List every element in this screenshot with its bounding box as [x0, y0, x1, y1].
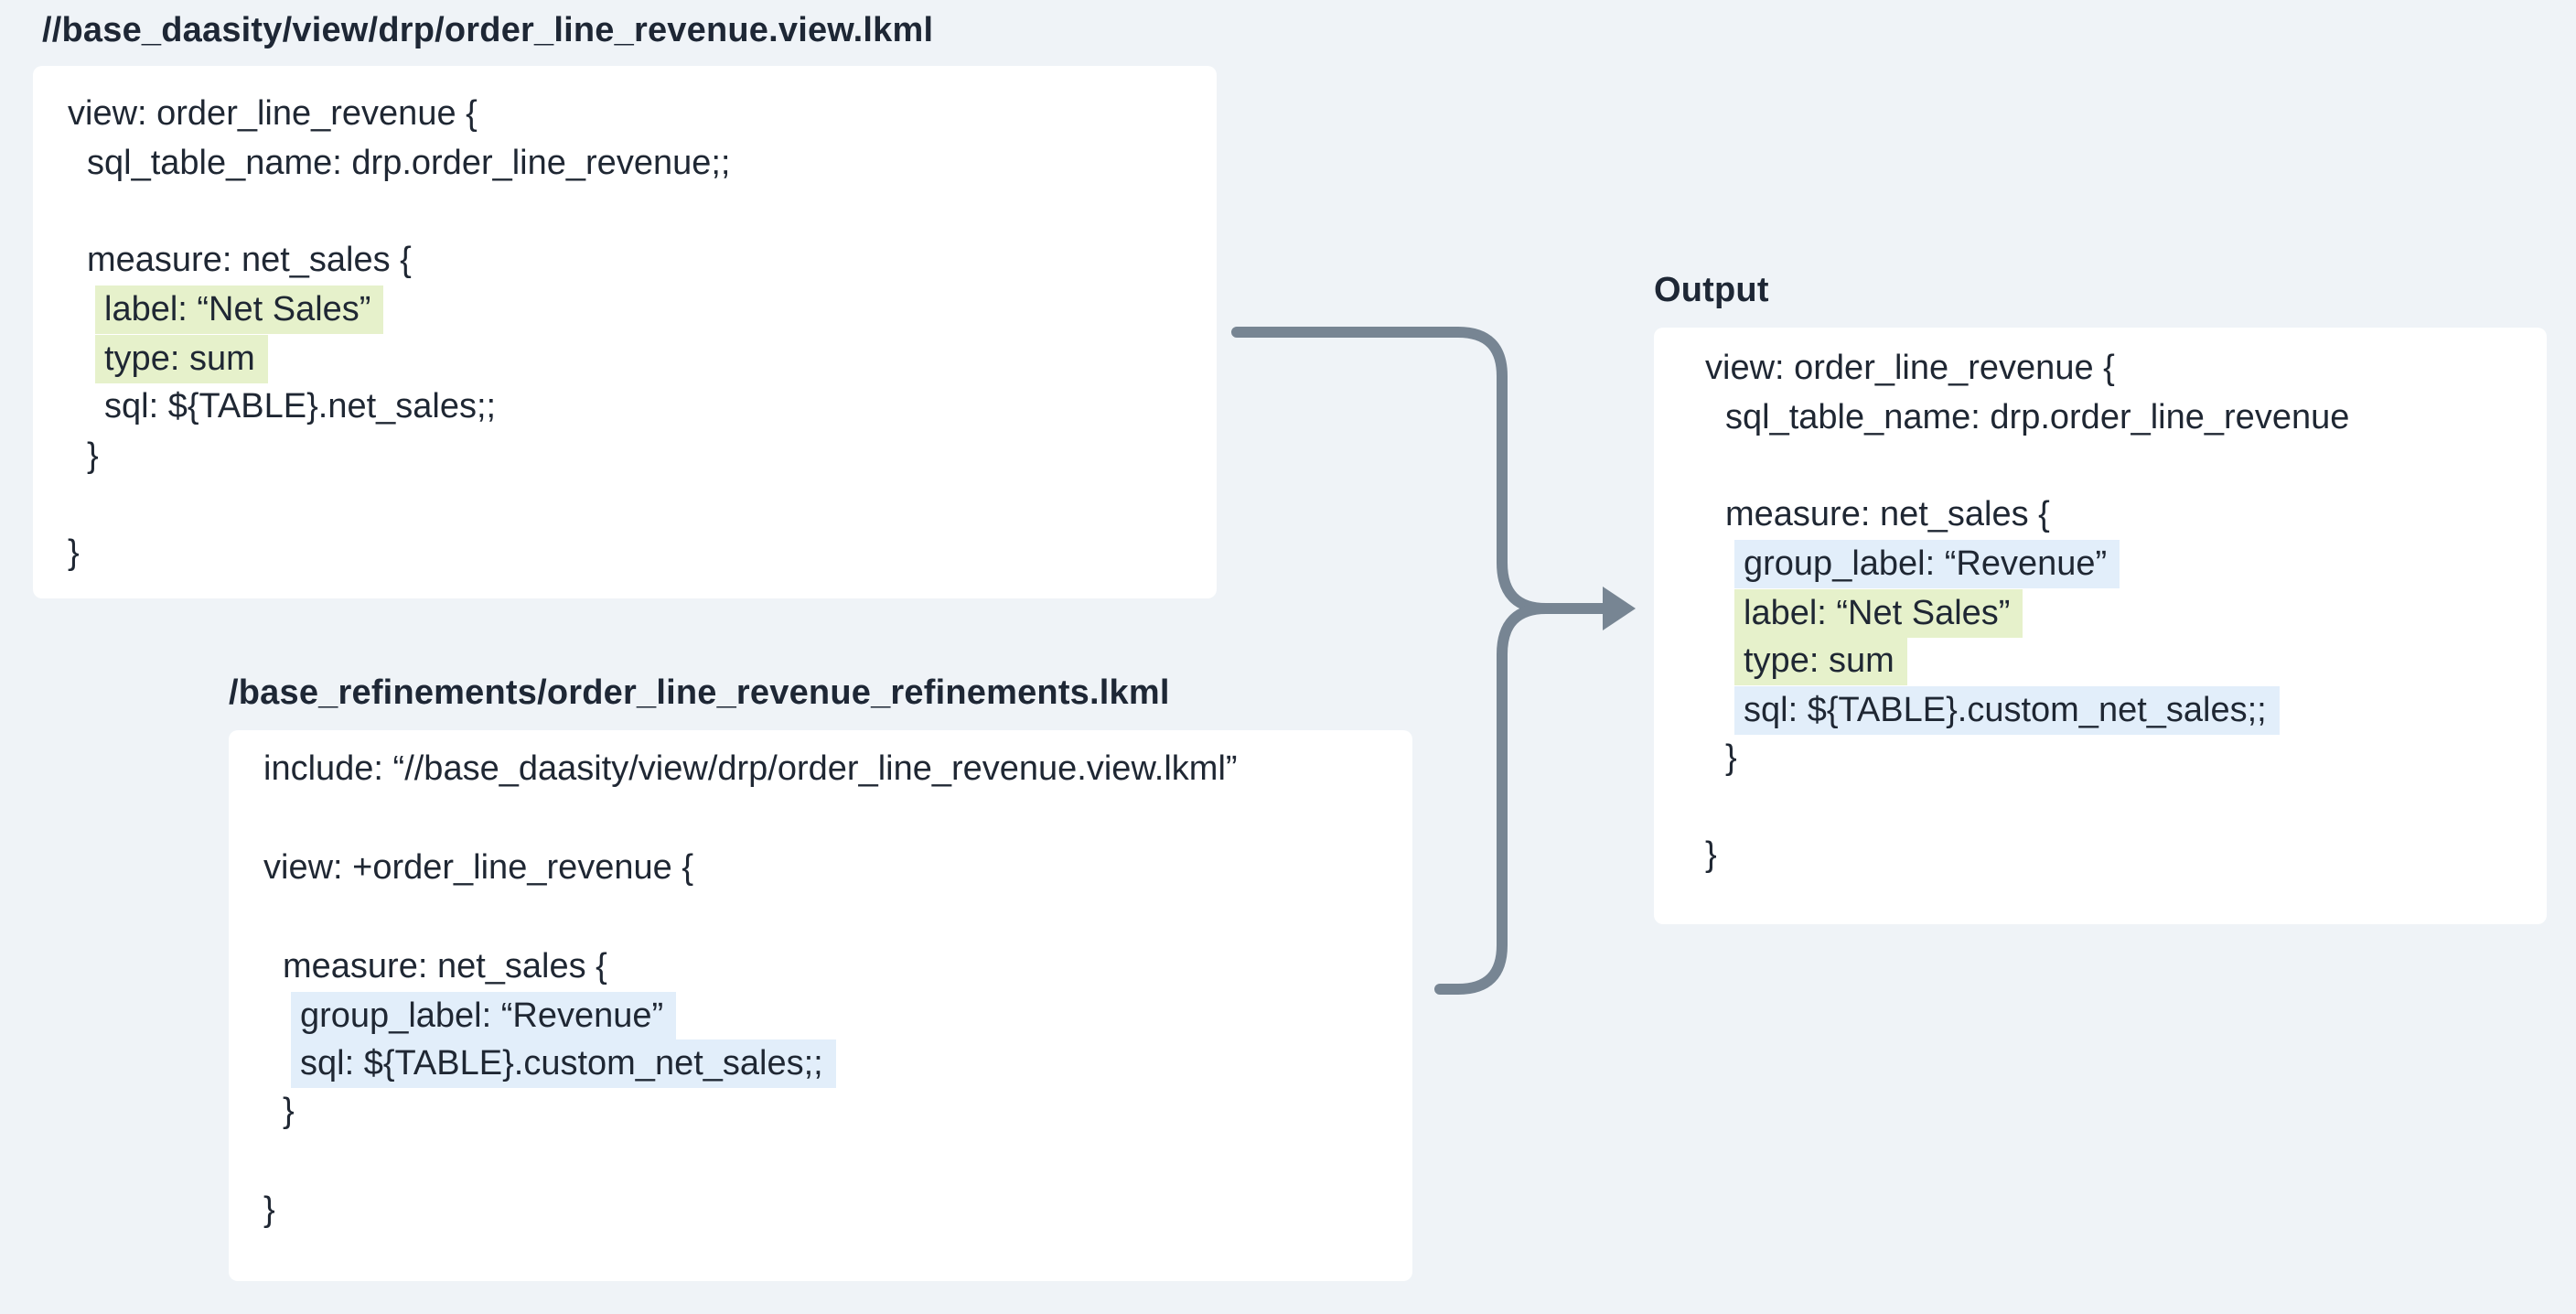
code-line: }: [1705, 835, 1717, 874]
code-line: sql_table_name: drp.order_line_revenue;;: [87, 144, 731, 182]
code-line: measure: net_sales {: [1725, 495, 2050, 533]
base-view-code-card: view: order_line_revenue { sql_table_nam…: [33, 66, 1217, 598]
code-line: sql_table_name: drp.order_line_revenue: [1725, 398, 2350, 436]
highlighted-line-refinement: sql: ${TABLE}.custom_net_sales;;: [1734, 686, 2280, 735]
highlighted-line-base: type: sum: [1734, 637, 1907, 685]
highlighted-line-base: label: “Net Sales”: [95, 285, 384, 334]
arrowhead-icon: [1603, 587, 1636, 630]
highlighted-line-refinement: group_label: “Revenue”: [1734, 540, 2120, 588]
connector-line-base: [1231, 327, 1614, 614]
code-line: include: “//base_daasity/view/drp/order_…: [263, 749, 1238, 788]
base-view-title: //base_daasity/view/drp/order_line_reven…: [42, 11, 934, 49]
code-line: }: [87, 436, 99, 475]
code-line: }: [263, 1190, 275, 1229]
refinements-title: /base_refinements/order_line_revenue_ref…: [229, 673, 1170, 712]
code-line: }: [283, 1092, 295, 1130]
code-line: view: order_line_revenue {: [68, 94, 478, 133]
highlighted-line-base: label: “Net Sales”: [1734, 589, 2023, 638]
code-line: view: +order_line_revenue {: [263, 848, 694, 887]
output-code-card: view: order_line_revenue { sql_table_nam…: [1654, 328, 2547, 924]
code-line: }: [1725, 738, 1737, 777]
connector-line-refinement: [1434, 603, 1551, 995]
refinements-code-card: include: “//base_daasity/view/drp/order_…: [229, 730, 1412, 1281]
highlighted-line-refinement: sql: ${TABLE}.custom_net_sales;;: [291, 1039, 836, 1088]
highlighted-line-refinement: group_label: “Revenue”: [291, 992, 677, 1040]
code-line: sql: ${TABLE}.net_sales;;: [104, 387, 497, 425]
highlighted-line-base: type: sum: [95, 335, 268, 383]
code-line: }: [68, 533, 80, 572]
output-title: Output: [1654, 271, 1769, 309]
code-line: measure: net_sales {: [283, 947, 607, 986]
code-line: view: order_line_revenue {: [1705, 349, 2115, 387]
code-line: measure: net_sales {: [87, 241, 412, 279]
